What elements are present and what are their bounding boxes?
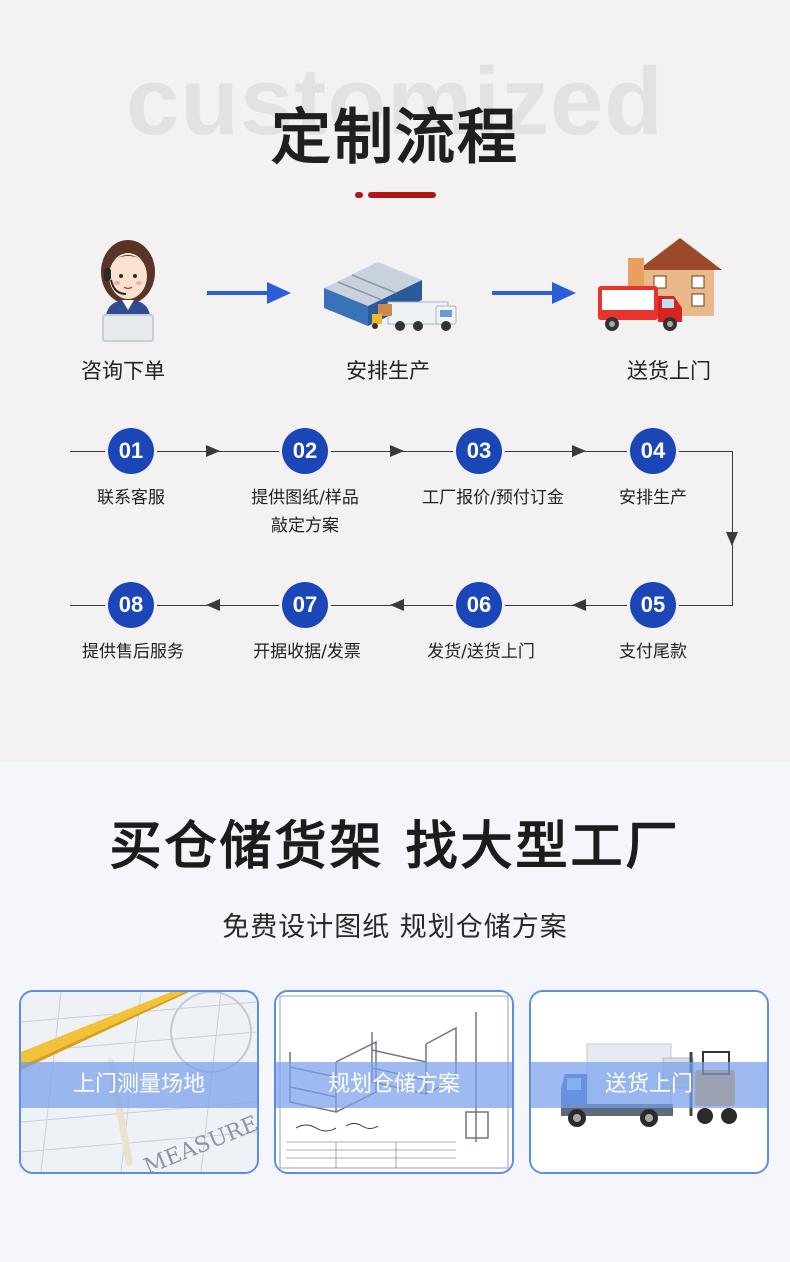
warehouse-truck-icon	[324, 262, 457, 331]
delivery-house-icon	[598, 238, 722, 331]
card-plan-storage[interactable]: 规划仓储方案	[274, 990, 514, 1174]
timeline-arrow-icon	[572, 599, 586, 611]
card-measure-site[interactable]: MEASURE 上门测量场地	[19, 990, 259, 1174]
timeline-line-right	[732, 451, 733, 606]
promo-headline: 买仓储货架 找大型工厂	[109, 817, 681, 877]
process-section	[0, 0, 790, 762]
timeline-arrow-icon	[390, 599, 404, 611]
step-number-02: 02	[282, 428, 328, 474]
customer-service-agent-icon	[101, 240, 155, 342]
title-underline	[368, 192, 436, 198]
timeline-arrow-icon	[206, 599, 220, 611]
card-label: 送货上门	[604, 1072, 693, 1097]
step-number-08: 08	[108, 582, 154, 628]
timeline-arrow-icon	[390, 445, 404, 457]
arrow-right-icon	[492, 282, 576, 304]
title-underline-dot	[355, 192, 363, 198]
step-label-delivery: 送货上门	[627, 359, 711, 383]
step-number-03: 03	[456, 428, 502, 474]
timeline-label: 提供图纸/样品	[251, 488, 359, 508]
timeline-label: 提供售后服务	[82, 642, 184, 662]
step-number-06: 06	[456, 582, 502, 628]
step-label-consult: 咨询下单	[81, 359, 165, 383]
card-door-delivery[interactable]: 送货上门	[529, 990, 769, 1174]
step-number-01: 01	[108, 428, 154, 474]
step-number-05: 05	[630, 582, 676, 628]
timeline-arrow-icon	[206, 445, 220, 457]
timeline-label-line2: 敲定方案	[271, 516, 339, 536]
step-number-04: 04	[630, 428, 676, 474]
timeline-arrow-icon	[572, 445, 586, 457]
page-title: 定制流程	[271, 103, 519, 173]
promo-subhead: 免费设计图纸 规划仓储方案	[222, 912, 568, 943]
timeline-label: 联系客服	[97, 488, 165, 508]
timeline-label: 支付尾款	[619, 642, 687, 662]
card-label: 上门测量场地	[72, 1072, 205, 1097]
step-label-production: 安排生产	[346, 359, 430, 383]
timeline-label: 安排生产	[619, 488, 687, 508]
step-number-07: 07	[282, 582, 328, 628]
timeline-label: 开据收据/发票	[253, 642, 361, 662]
timeline-arrow-down-icon	[726, 532, 738, 546]
timeline-label: 工厂报价/预付订金	[422, 488, 564, 508]
timeline-label: 发货/送货上门	[427, 642, 535, 662]
arrow-right-icon	[207, 282, 291, 304]
card-label: 规划仓储方案	[327, 1072, 460, 1097]
ghost-title: customized	[125, 48, 665, 155]
